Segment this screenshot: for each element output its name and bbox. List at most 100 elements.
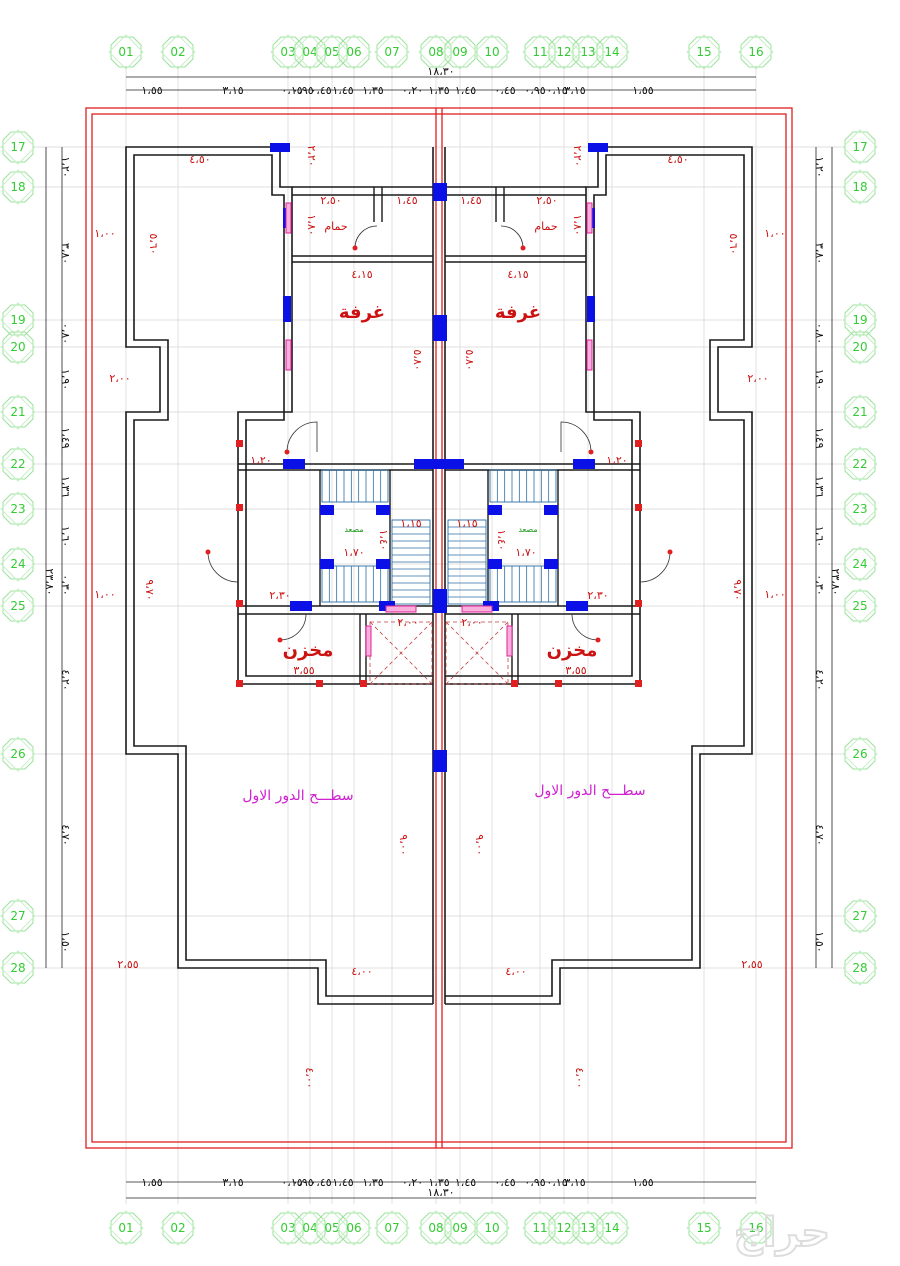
dim-900-left: ٩،٠٠ [397, 834, 410, 855]
storage-label-left: مخزن [283, 640, 334, 661]
room-label-left: غرفة [339, 302, 385, 323]
dim-chain-top-seg-7: ٠،٢٠ [402, 84, 423, 97]
grid-label-col-04-top: 04 [302, 45, 317, 59]
grid-label-col-05-top: 05 [324, 45, 339, 59]
dim-chain-right-seg-1: ٣،٨٠ [813, 243, 826, 264]
column-left-12 [376, 559, 390, 569]
grid-label-col-07-top: 07 [384, 45, 399, 59]
stairs [321, 469, 557, 605]
grid-label-col-11-bottom: 11 [532, 1221, 547, 1235]
dim-chain-top-seg-3: ٠،٩٥ [292, 84, 313, 97]
column-right-11 [544, 559, 558, 569]
storage-label-right: مخزن [547, 640, 598, 661]
doors [205, 225, 673, 643]
grid-label-col-10-bottom: 10 [484, 1221, 499, 1235]
dim-200-left: ٢،٠٠ [109, 372, 130, 385]
dim-chain-right-seg-9: ٤،٧٠ [813, 824, 826, 845]
dim-chain-bottom-seg-14: ١،٥٥ [632, 1176, 653, 1189]
grid-label-col-07-bottom: 07 [384, 1221, 399, 1235]
column-small-left-2 [236, 600, 243, 607]
dim-970-left: ٩،٧٠ [143, 579, 156, 600]
grid-label-col-05-bottom: 05 [324, 1221, 339, 1235]
grid-label-row-17-right: 17 [852, 140, 867, 154]
dim-255-left: ٢،٥٥ [117, 958, 138, 971]
column-left-6 [433, 750, 447, 772]
window-right-2 [506, 625, 513, 657]
column-small-left-1 [236, 440, 243, 447]
dim-chain-right-seg-5: ١،٣٦ [813, 476, 826, 497]
dim-250-left: ٢،٥٠ [320, 194, 341, 207]
dim-400v-right: ٤،٠٠ [573, 1067, 586, 1088]
wall-outer-right [445, 146, 753, 1005]
column-small-right-1 [635, 440, 642, 447]
column-left-10 [376, 505, 390, 515]
dim-chain-top-seg-4: ٠،٤٥ [310, 84, 331, 97]
dim-450-right: ٤،٥٠ [667, 153, 688, 166]
grid-label-col-15-bottom: 15 [696, 1221, 711, 1235]
door-swing-left-0 [354, 225, 378, 249]
dim-total-top-label: ١٨،٣٠ [427, 65, 454, 78]
grid-label-row-24-left: 24 [10, 557, 25, 571]
grid-label-col-02-bottom: 02 [170, 1221, 185, 1235]
grid-label-col-03-top: 03 [280, 45, 295, 59]
dim-chain-right-seg-7: ٠،٣٠ [813, 574, 826, 595]
dim-chain-left-seg-6: ١،٦٠ [59, 526, 72, 547]
stair-bottom-right-frame [489, 565, 557, 603]
dim-220-right: ٢،٢٠ [571, 145, 584, 166]
dim-115-right: ١،١٥ [456, 517, 477, 530]
grid-label-row-21-right: 21 [852, 405, 867, 419]
column-small-right-4 [511, 680, 518, 687]
roof-label-right: سطـــح الدور الاول [534, 783, 645, 799]
column-left-9 [320, 505, 334, 515]
dim-145-right: ١،٤٥ [460, 194, 481, 207]
grid-label-col-13-bottom: 13 [580, 1221, 595, 1235]
dim-170-right: ١،٧٠ [515, 546, 536, 559]
dim-120-right: ١،٢٠ [606, 454, 627, 467]
dim-chain-bottom-seg-0: ١،٥٥ [141, 1176, 162, 1189]
dim-total-bottom-label: ١٨،٣٠ [427, 1186, 454, 1199]
dim-chain-top-seg-9: ١،٤٥ [455, 84, 476, 97]
property-boundary [85, 107, 793, 1149]
door-swing-right-2 [639, 551, 671, 583]
dim-560-left: ٥،٦٠ [147, 233, 160, 254]
dim-180-left: ١،٨٠ [305, 214, 318, 235]
column-left-1 [433, 183, 447, 201]
grid-label-col-01-top: 01 [118, 45, 133, 59]
dim-450-left: ٤،٥٠ [189, 153, 210, 166]
room-labels: غرفة غرفة حمام حمام مخزن مخزن مصعد مصعد … [242, 220, 645, 804]
dim-chain-left-seg-2: ٠،٨٠ [59, 323, 72, 344]
grid-label-col-12-bottom: 12 [556, 1221, 571, 1235]
dim-970-right: ٩،٧٠ [731, 579, 744, 600]
column-small-left-0 [236, 504, 243, 511]
grid-label-col-15-top: 15 [696, 45, 711, 59]
window-right-1 [586, 339, 593, 371]
dim-140-right: ١،٤٠ [495, 529, 508, 550]
walls [125, 146, 753, 1005]
dim-chain-bottom-seg-1: ٣،١٥ [222, 1176, 243, 1189]
watermark: حراج [734, 1210, 830, 1256]
dim-chain-right-seg-6: ١،٦٠ [813, 526, 826, 547]
column-small-left-5 [316, 680, 323, 687]
grid-label-col-12-top: 12 [556, 45, 571, 59]
door-swing-left-1 [286, 421, 318, 453]
grid-label-col-08-top: 08 [428, 45, 443, 59]
grid-label-row-25-left: 25 [10, 599, 25, 613]
grid-label-row-23-right: 23 [852, 502, 867, 516]
grid-label-col-06-bottom: 06 [346, 1221, 361, 1235]
wall-outer-left [125, 146, 433, 1005]
grid-label-row-18-right: 18 [852, 180, 867, 194]
window-left-2 [365, 625, 372, 657]
dim-580-left: ٥،٨٠ [411, 349, 424, 370]
grid-label-col-16-bottom: 16 [748, 1221, 763, 1235]
dim-180-right: ١،٨٠ [571, 214, 584, 235]
dim-chain-bottom-seg-3: ٠،٩٥ [292, 1176, 313, 1189]
dim-145-left: ١،٤٥ [396, 194, 417, 207]
dim-355-right: ٣،٥٥ [565, 664, 586, 677]
dim-230-left: ٢،٣٠ [269, 589, 290, 602]
dim-chain-top-seg-0: ١،٥٥ [141, 84, 162, 97]
grid-label-col-09-bottom: 09 [452, 1221, 467, 1235]
column-small-left-4 [360, 680, 367, 687]
inner-dimensions: ٤،٥٠ ٤،٥٠ ٢،٥٠ ١،٤٥ ١،٤٥ ٢،٥٠ ٤،١٥ ٤،١٥ … [94, 145, 785, 1088]
dim-250-right: ٢،٥٠ [536, 194, 557, 207]
